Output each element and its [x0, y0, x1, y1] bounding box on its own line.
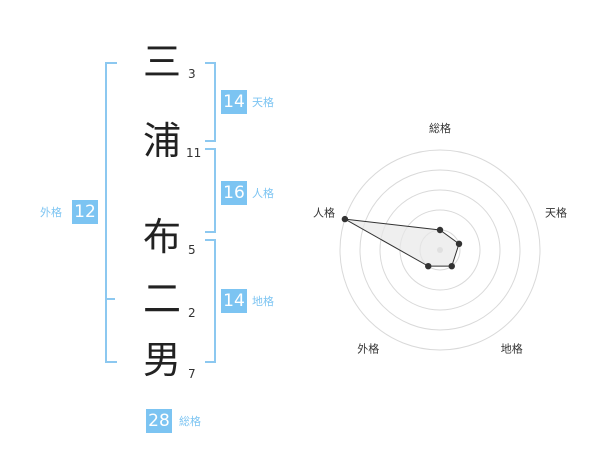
chikaku-badge: 14	[221, 289, 247, 313]
radar-axis-label-5: 人格	[313, 205, 335, 219]
radar-ring-5	[339, 149, 541, 351]
radar-ring-3	[379, 189, 501, 311]
name-char-4: 二	[142, 277, 181, 321]
tenkaku-bracket	[205, 62, 216, 142]
jinkaku-badge: 16	[221, 181, 247, 205]
stroke-count-1: 3	[188, 67, 196, 81]
name-char-3: 布	[142, 215, 181, 259]
chikaku-bracket	[205, 239, 216, 363]
radar-series	[341, 215, 463, 270]
soukaku-label: 総格	[179, 415, 201, 428]
tenkaku-label: 天格	[252, 96, 274, 109]
gaikaku-bracket-tick	[105, 298, 115, 300]
soukaku-badge: 28	[146, 409, 172, 433]
radar-axis-label-4: 外格	[357, 342, 379, 356]
radar-grid	[339, 149, 541, 351]
tenkaku-badge: 14	[221, 90, 247, 114]
radar-polygon	[344, 218, 460, 267]
radar-point-5	[341, 215, 349, 223]
gaikaku-label: 外格	[40, 206, 62, 219]
radar-axis-label-1: 総格	[429, 121, 451, 135]
radar-point-2	[455, 240, 463, 248]
radar-axis-label-3: 地格	[501, 342, 523, 356]
radar-point-4	[425, 262, 432, 270]
jinkaku-bracket	[205, 148, 216, 233]
gaikaku-bracket	[105, 62, 117, 363]
jinkaku-label: 人格	[252, 187, 274, 200]
name-char-5: 男	[142, 338, 181, 382]
radar-ring-4	[359, 169, 521, 331]
radar-axis-label-2: 天格	[545, 205, 567, 219]
radar-point-3	[448, 262, 455, 270]
stroke-count-5: 7	[188, 367, 196, 381]
chikaku-label: 地格	[252, 295, 274, 308]
stroke-count-3: 5	[188, 243, 196, 257]
name-char-1: 三	[142, 40, 181, 84]
name-char-2: 浦	[142, 119, 181, 163]
stroke-count-4: 2	[188, 306, 196, 320]
gaikaku-badge: 12	[72, 200, 98, 224]
radar-point-1	[436, 226, 444, 234]
stroke-count-2: 11	[186, 146, 202, 160]
